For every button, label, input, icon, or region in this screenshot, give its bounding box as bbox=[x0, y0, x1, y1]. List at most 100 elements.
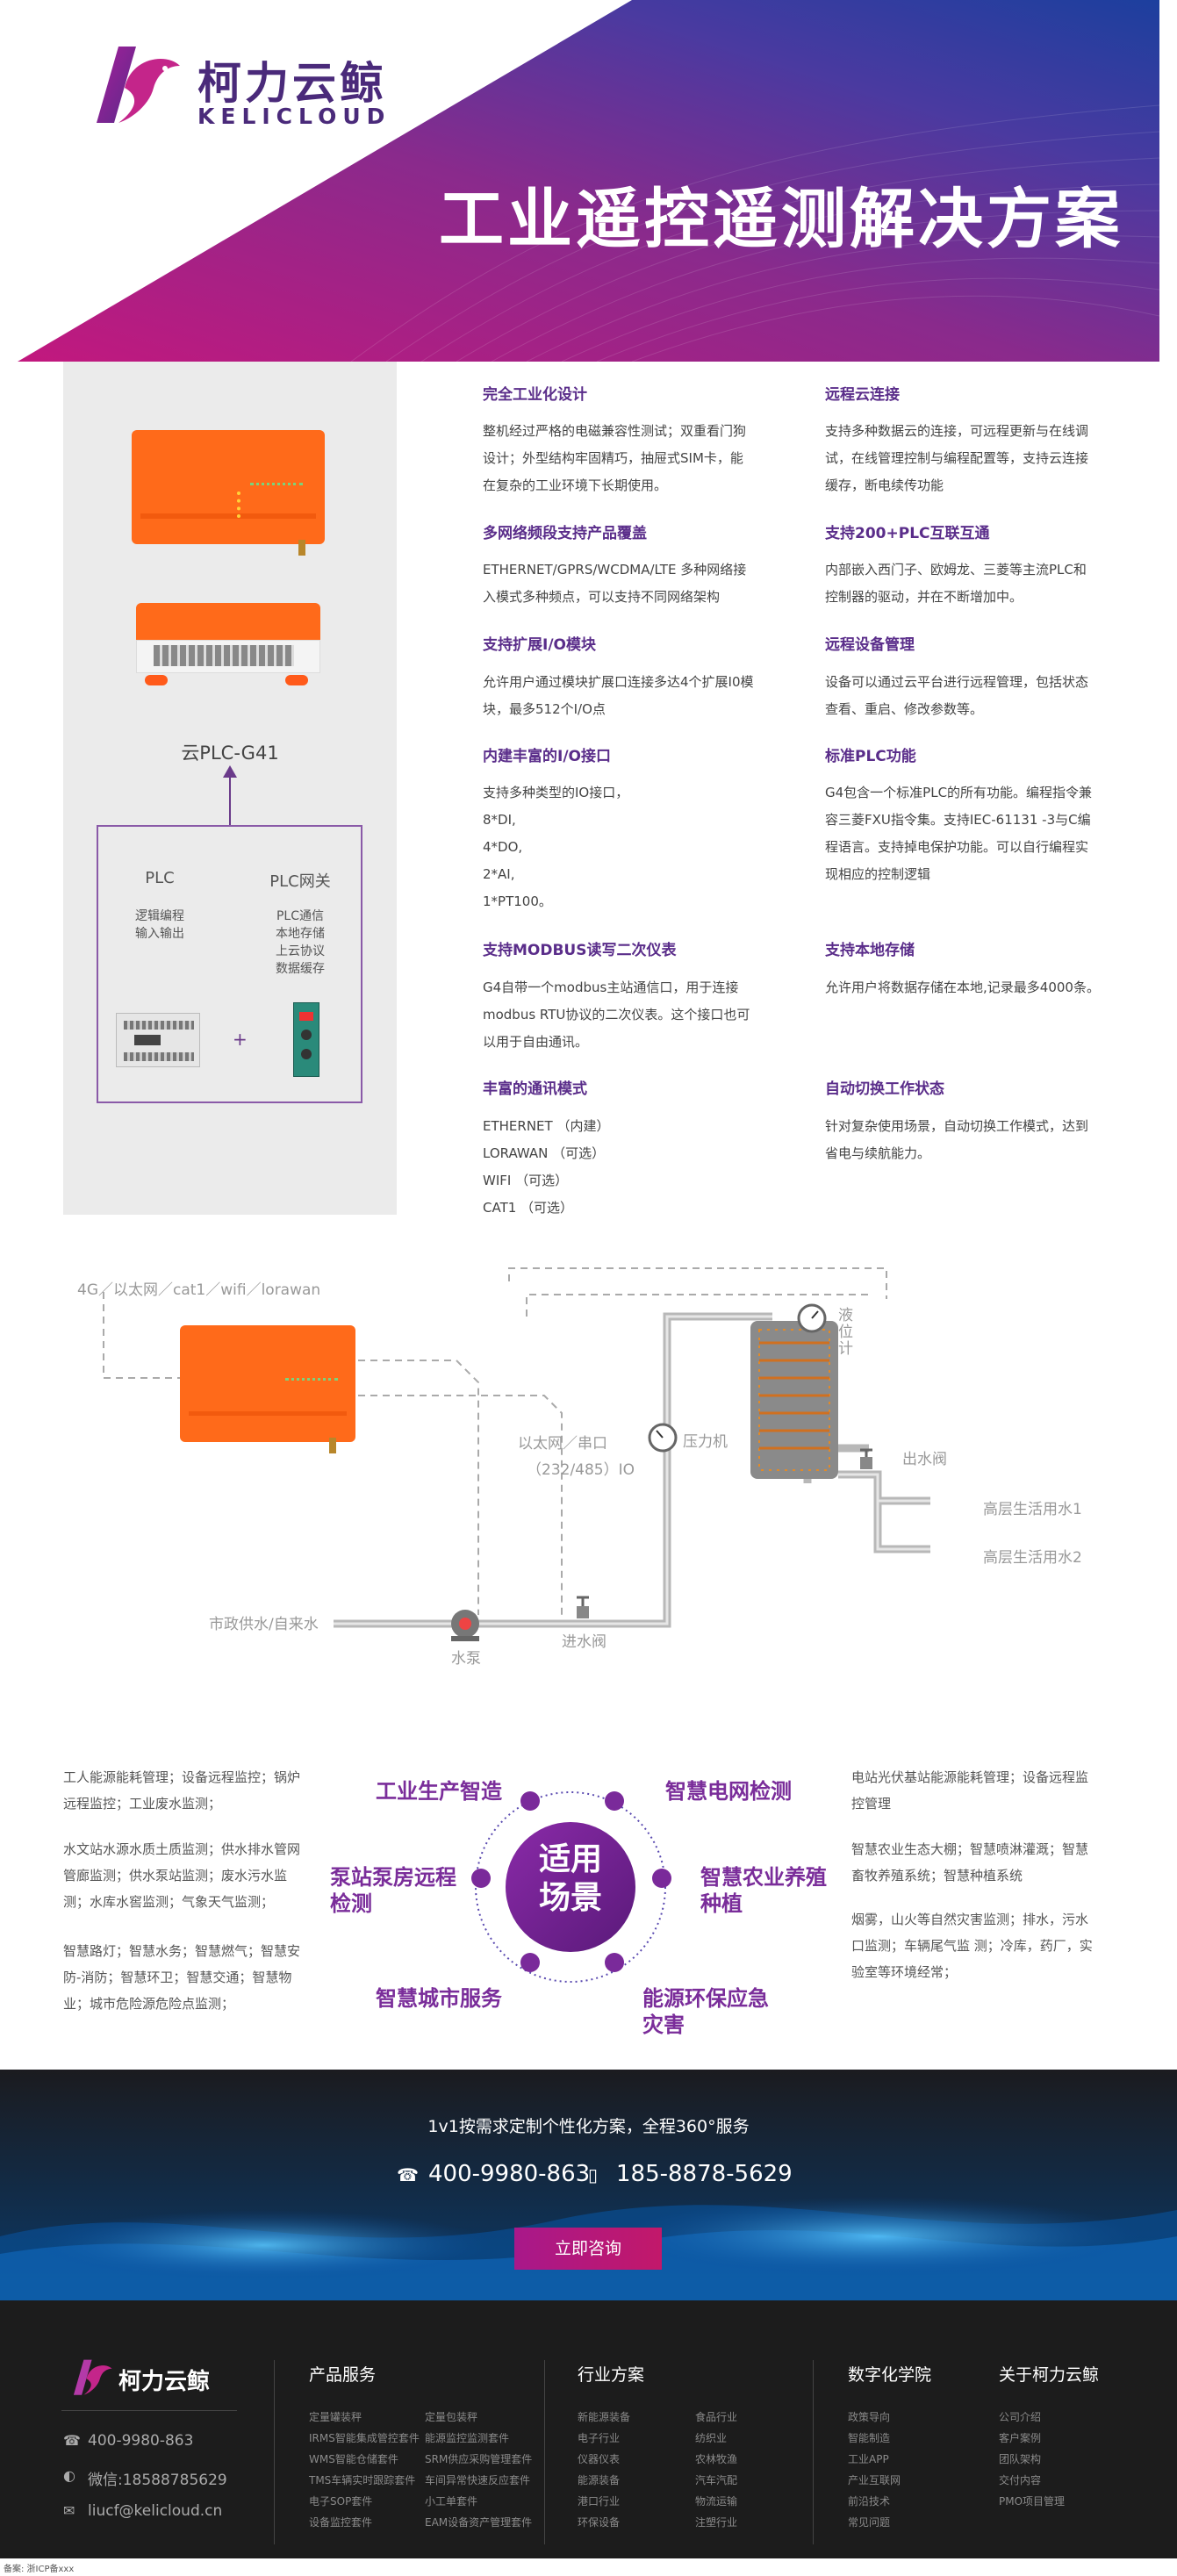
gateway-small-image bbox=[293, 1002, 319, 1077]
outlet-valve-icon bbox=[860, 1448, 872, 1469]
footer-link[interactable]: 设备监控套件 bbox=[309, 2516, 373, 2529]
feature-title: 标准PLC功能 bbox=[825, 748, 916, 765]
water-tank bbox=[750, 1321, 838, 1479]
phone-icon: ☎ bbox=[63, 2432, 81, 2449]
feature-desc: 支持多种数据云的连接，可远程更新与在线调试，在线管理控制与编程配置等，支持云连接… bbox=[825, 423, 1089, 493]
application-hub bbox=[471, 1791, 671, 1983]
feature-title: 远程设备管理 bbox=[825, 636, 915, 654]
footer-email[interactable]: liucf@kelicloud.cn bbox=[88, 2502, 223, 2520]
plc-title: PLC bbox=[145, 869, 175, 887]
footer-link[interactable]: 定量包装秤 bbox=[425, 2411, 478, 2423]
footer-link[interactable]: 食品行业 bbox=[695, 2411, 738, 2423]
footer-link[interactable]: 注塑行业 bbox=[695, 2516, 738, 2529]
footer-link[interactable]: 电子行业 bbox=[578, 2432, 621, 2444]
footer-link[interactable]: 政策导向 bbox=[848, 2411, 891, 2423]
diagram-plc-image bbox=[180, 1325, 355, 1453]
footer-link[interactable]: 新能源装备 bbox=[578, 2411, 631, 2423]
footer-link[interactable]: 工业APP bbox=[848, 2453, 889, 2465]
cta-phone-1[interactable]: 400-9980-863 bbox=[428, 2161, 591, 2187]
app-desc-right: 电站光伏基站能源能耗管理；设备远程监控管理 bbox=[851, 1769, 1089, 1812]
ethernet-label: 以太网／串口 bbox=[518, 1435, 607, 1453]
footer-divider bbox=[61, 2410, 237, 2411]
footer-link[interactable]: 定量罐装秤 bbox=[309, 2411, 362, 2423]
product-panel: 云PLC-G41 PLC 逻辑编程 输入输出 PLC网关 PLC通信 本地存储 … bbox=[63, 362, 397, 1215]
footer-link[interactable]: SRM供应采购管理套件 bbox=[425, 2453, 533, 2465]
consult-button[interactable]: 立即咨询 bbox=[514, 2228, 662, 2270]
feature-desc: 允许用户通过模块扩展口连接多达4个扩展I0模块，最多512个I/O点 bbox=[483, 674, 754, 717]
footer-link[interactable]: 公司介绍 bbox=[999, 2411, 1042, 2423]
app-desc-left: 智慧路灯；智慧水务；智慧燃气；智慧安防-消防；智慧环卫；智慧交通；智慧物业；城市… bbox=[63, 1943, 301, 2012]
brand-name-cn: 柯力云鲸 bbox=[197, 58, 387, 109]
footer-link[interactable]: PMO项目管理 bbox=[999, 2495, 1066, 2508]
footer-link[interactable]: 物流运输 bbox=[695, 2495, 738, 2508]
feature-desc: ETHERNET/GPRS/WCDMA/LTE 多种网络接入模式多种频点，可以支… bbox=[483, 562, 747, 605]
inlet-valve-icon bbox=[577, 1596, 589, 1618]
footer-link[interactable]: 客户案例 bbox=[999, 2432, 1042, 2444]
app-desc-right: 烟雾，山火等自然灾害监测；排水，污水口监测；车辆尾气监 测；冷库，药厂，实验室等… bbox=[851, 1912, 1093, 1980]
footer-link[interactable]: 环保设备 bbox=[578, 2516, 621, 2529]
footer-phone[interactable]: 400-9980-863 bbox=[88, 2432, 194, 2450]
footer-divider bbox=[544, 2360, 545, 2544]
feature-title: 完全工业化设计 bbox=[483, 386, 587, 404]
high-water-label: 高层生活用水1 bbox=[983, 1501, 1082, 1518]
footer-col-title: 行业方案 bbox=[578, 2365, 645, 2385]
system-diagram bbox=[103, 1267, 930, 1641]
wechat-icon: ◐ bbox=[63, 2467, 75, 2484]
footer-link[interactable]: 团队架构 bbox=[999, 2453, 1042, 2465]
inlet-valve-label: 进水阀 bbox=[562, 1633, 606, 1651]
ethernet-sub-label: （232/485）IO bbox=[527, 1461, 635, 1479]
feature-title: 支持本地存储 bbox=[825, 942, 915, 959]
app-node-grid: 智慧电网检测 bbox=[665, 1779, 792, 1804]
plc-gateway-box: PLC 逻辑编程 输入输出 PLC网关 PLC通信 本地存储 上云协议 数据缓存… bbox=[97, 825, 362, 1103]
feature-desc: G4包含一个标准PLC的所有功能。编程指令兼容三菱FXU指令集。支持IEC-61… bbox=[825, 785, 1093, 882]
footer-link[interactable]: TMS车辆实时跟踪套件 bbox=[309, 2474, 416, 2486]
gateway-desc: PLC通信 本地存储 上云协议 数据缓存 bbox=[276, 909, 325, 976]
mobile-icon: ▯ bbox=[588, 2164, 599, 2185]
feature-title: 自动切换工作状态 bbox=[825, 1080, 944, 1098]
footer-wechat[interactable]: 微信:18588785629 bbox=[88, 2472, 227, 2489]
feature-title: 远程云连接 bbox=[825, 386, 900, 404]
footer-link[interactable]: 农林牧渔 bbox=[695, 2453, 738, 2465]
footer-link[interactable]: 仪器仪表 bbox=[578, 2453, 621, 2465]
phone-icon: ☎ bbox=[397, 2164, 419, 2185]
product-model: 云PLC-G41 bbox=[181, 743, 279, 764]
footer-link[interactable]: 智能制造 bbox=[848, 2432, 891, 2444]
feature-desc: 允许用户将数据存储在本地,记录最多4000条。 bbox=[825, 979, 1100, 995]
footer-link[interactable]: EAM设备资产管理套件 bbox=[425, 2516, 533, 2529]
plus-sign: + bbox=[233, 1029, 248, 1050]
cta-section: 1v1按需求定制个性化方案，全程360°服务 ☎ 400-9980-863 ▯ … bbox=[0, 2070, 1177, 2300]
footer-logo-icon[interactable] bbox=[61, 2357, 114, 2397]
footer-link[interactable]: WMS智能仓储套件 bbox=[309, 2453, 398, 2465]
footer-link[interactable]: 交付内容 bbox=[999, 2474, 1042, 2486]
footer-link[interactable]: 电子SOP套件 bbox=[309, 2495, 373, 2508]
feature-desc: 内部嵌入西门子、欧姆龙、三菱等主流PLC和控制器的驱动，并在不断增加中。 bbox=[825, 562, 1087, 605]
app-desc-right: 智慧农业生态大棚；智慧喷淋灌溉；智慧畜牧养殖系统；智慧种植系统 bbox=[851, 1841, 1089, 1884]
footer-link[interactable]: 小工单套件 bbox=[425, 2495, 478, 2508]
app-node-energy: 能源环保应急灾害 bbox=[642, 1986, 769, 2037]
pump-icon bbox=[451, 1610, 479, 1641]
footer-link[interactable]: 能源装备 bbox=[578, 2474, 621, 2486]
footer-col-title: 数字化学院 bbox=[848, 2365, 932, 2385]
footer-link[interactable]: 港口行业 bbox=[578, 2495, 621, 2508]
high-water-label: 高层生活用水2 bbox=[983, 1549, 1082, 1567]
footer-link[interactable]: 产业互联网 bbox=[848, 2474, 901, 2486]
footer-link[interactable]: 纺织业 bbox=[695, 2432, 728, 2444]
footer-link[interactable]: 前沿技术 bbox=[848, 2495, 891, 2508]
feature-desc: 整机经过严格的电磁兼容性测试；双重看门狗设计；外型结构牢固精巧，抽屉式SIM卡，… bbox=[483, 423, 747, 493]
feature-title: 内建丰富的I/O接口 bbox=[483, 748, 611, 765]
cta-phone-2[interactable]: 185-8878-5629 bbox=[616, 2161, 793, 2187]
footer-link[interactable]: 汽车汽配 bbox=[695, 2474, 738, 2486]
level-label: 液位计 bbox=[838, 1307, 853, 1358]
feature-desc: 设备可以通过云平台进行远程管理，包括状态查看、重启、修改参数等。 bbox=[825, 674, 1089, 717]
footer-link[interactable]: 能源监控监测套件 bbox=[425, 2432, 510, 2444]
footer-brand: 柯力云鲸 bbox=[118, 2369, 211, 2395]
footer-link[interactable]: IRMS智能集成管控套件 bbox=[309, 2432, 420, 2444]
feature-title: 支持MODBUS读写二次仪表 bbox=[483, 942, 677, 959]
network-label: 4G／以太网／cat1／wifi／lorawan bbox=[77, 1281, 321, 1299]
app-node-city: 智慧城市服务 bbox=[376, 1986, 502, 2011]
footer-col-title: 产品服务 bbox=[309, 2365, 377, 2385]
footer-link[interactable]: 车间异常快速反应套件 bbox=[425, 2474, 531, 2486]
footer-link[interactable]: 常见问题 bbox=[848, 2516, 891, 2529]
app-node-pump: 泵站泵房远程检测 bbox=[330, 1865, 456, 1916]
pump-label: 水泵 bbox=[451, 1650, 481, 1668]
